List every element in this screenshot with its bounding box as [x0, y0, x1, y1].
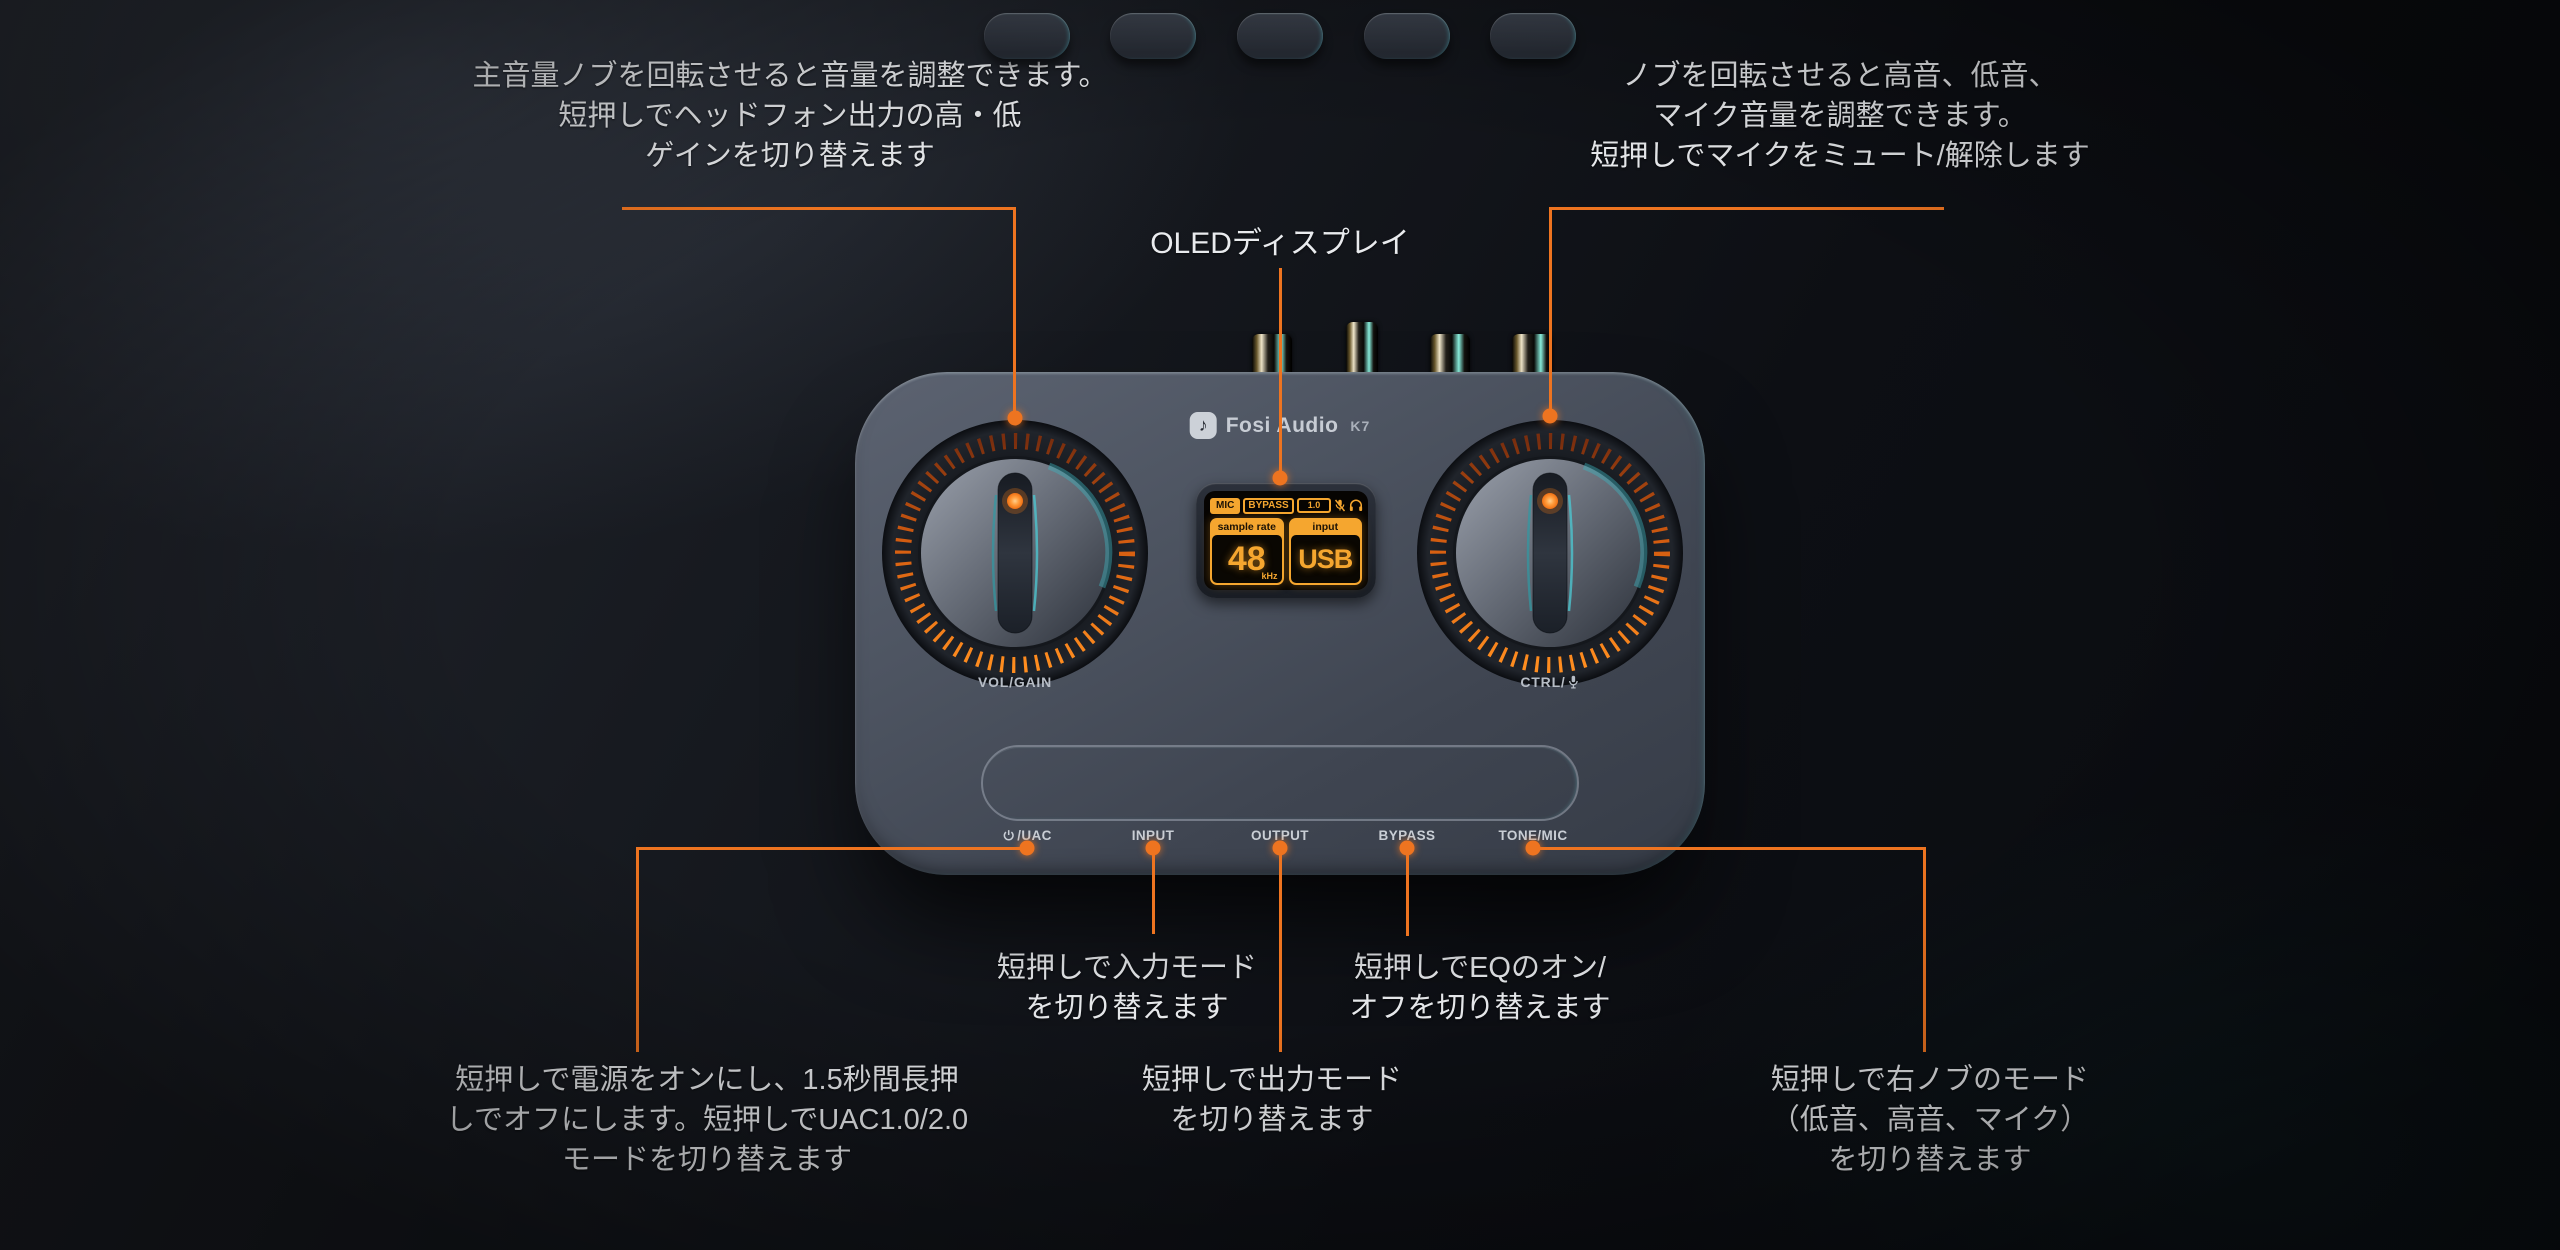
annotation-line: マイク音量を調整できます。 — [1653, 100, 2027, 132]
button-label-text: /UAC — [1017, 828, 1052, 843]
rear-jack-plug — [1252, 334, 1292, 376]
input-value: USB — [1290, 535, 1360, 583]
annotation-input-button: 短押しで入力モード を切り替えます — [997, 948, 1257, 1028]
button-label-text: OUTPUT — [1251, 828, 1309, 843]
input-box: input USB — [1288, 518, 1362, 585]
uac-version-badge: 1.0 — [1296, 498, 1332, 513]
annotation-main-knob: 主音量ノブを回転させると音量を調整できます。 短押しでヘッドフォン出力の高・低 … — [472, 56, 1107, 176]
brand-name: Fosi Audio — [1225, 413, 1339, 437]
model-name: K7 — [1350, 417, 1371, 434]
annotation-line: モードを切り替えます — [561, 1144, 852, 1176]
annotation-line: 短押しでマイクをミュート/解除します — [1590, 140, 2090, 172]
output-button[interactable] — [1237, 13, 1323, 59]
annotation-power-button: 短押しで電源をオンにし、1.5秒間長押 しでオフにします。短押しでUAC1.0/… — [446, 1060, 968, 1180]
leader-line — [1279, 848, 1282, 1052]
leader-dot — [1542, 408, 1558, 424]
sample-rate-number: 48 — [1227, 539, 1266, 578]
leader-dot — [1272, 840, 1288, 856]
output-button-label: OUTPUT — [1251, 828, 1309, 843]
knob-label-text: VOL/GAIN — [977, 674, 1053, 690]
power-uac-button[interactable] — [984, 13, 1070, 59]
mic-muted-icon — [1334, 499, 1346, 512]
input-label: input — [1312, 521, 1339, 533]
annotation-right-knob: ノブを回転させると高音、低音、 マイク音量を調整できます。 短押しでマイクをミュ… — [1590, 56, 2090, 176]
input-button[interactable] — [1110, 13, 1196, 59]
button-label-text: BYPASS — [1378, 828, 1436, 843]
oled-status-row: MIC BYPASS 1.0 — [1210, 497, 1363, 514]
leader-dot — [1007, 410, 1023, 426]
annotation-line: 短押しでヘッドフォン出力の高・低 — [558, 100, 1022, 132]
sample-rate-unit: kHz — [1261, 571, 1278, 581]
ctrl-knob[interactable] — [1410, 413, 1690, 693]
volume-knob[interactable] — [875, 413, 1155, 693]
music-note-icon: ♪ — [1189, 412, 1217, 439]
annotation-line: 短押しでEQのオン/ — [1353, 952, 1607, 984]
oled-screen: MIC BYPASS 1.0 — [1204, 491, 1368, 590]
oled-info-row: sample rate 48 kHz input USB — [1210, 518, 1362, 585]
bypass-status-badge: BYPASS — [1243, 497, 1294, 514]
annotation-tone-mic-button: 短押しで右ノブのモード （低音、高音、マイク） を切り替えます — [1771, 1060, 2089, 1180]
annotation-line: 短押しで右ノブのモード — [1770, 1064, 2090, 1096]
tone-mic-button-label: TONE/MIC — [1499, 828, 1568, 843]
annotation-line: を切り替えます — [1170, 1104, 1374, 1136]
rear-jack-plug — [1512, 334, 1552, 376]
leader-line — [636, 847, 1027, 850]
annotation-line: （低音、高音、マイク） — [1770, 1104, 2090, 1136]
annotation-line: 短押しで入力モード — [996, 952, 1258, 984]
annotation-line: オフを切り替えます — [1349, 992, 1611, 1024]
leader-line — [1013, 207, 1016, 418]
input-button-label: INPUT — [1132, 828, 1175, 843]
bypass-button[interactable] — [1364, 13, 1450, 59]
button-strip-outline — [981, 745, 1579, 821]
annotation-line: 主音量ノブを回転させると音量を調整できます。 — [472, 60, 1108, 92]
leader-line — [1549, 207, 1944, 210]
leader-line — [1549, 207, 1552, 416]
power-uac-button-label: /UAC — [1002, 828, 1052, 843]
power-icon — [1003, 830, 1014, 841]
microphone-icon — [1569, 675, 1579, 689]
input-source: USB — [1298, 543, 1353, 574]
annotation-line: しでオフにします。短押しでUAC1.0/2.0 — [445, 1104, 969, 1136]
sample-rate-label: sample rate — [1217, 521, 1276, 533]
rear-jack-plug — [1346, 322, 1378, 376]
rear-jack-plug — [1430, 334, 1470, 376]
annotation-bypass-button: 短押しでEQのオン/ オフを切り替えます — [1349, 948, 1610, 1028]
leader-dot — [1525, 840, 1541, 856]
ctrl-knob-label: CTRL/ — [1520, 674, 1579, 690]
leader-dot — [1145, 840, 1161, 856]
sample-rate-box: sample rate 48 kHz — [1210, 518, 1284, 585]
annotation-line: ノブを回転させると高音、低音、 — [1622, 60, 2058, 92]
leader-line — [622, 207, 1014, 210]
annotation-line: 短押しで電源をオンにし、1.5秒間長押 — [455, 1064, 959, 1096]
leader-dot — [1272, 470, 1288, 486]
annotation-line: 短押しで出力モード — [1141, 1064, 1403, 1096]
annotation-oled-label: OLEDディスプレイ — [1150, 224, 1410, 264]
leader-line — [1923, 847, 1926, 1052]
annotation-line: OLEDディスプレイ — [1150, 227, 1410, 260]
tone-mic-button[interactable] — [1490, 13, 1576, 59]
leader-line — [1533, 847, 1926, 850]
sample-rate-value: 48 kHz — [1212, 535, 1282, 583]
annotation-line: を切り替えます — [1025, 992, 1229, 1024]
leader-line — [1279, 268, 1282, 478]
mic-status-badge: MIC — [1210, 497, 1241, 514]
leader-dot — [1399, 840, 1415, 856]
annotation-line: を切り替えます — [1828, 1144, 2032, 1176]
leader-line — [636, 847, 639, 1052]
button-label-text: INPUT — [1131, 828, 1175, 843]
leader-line — [1406, 848, 1409, 936]
bypass-button-label: BYPASS — [1379, 828, 1436, 843]
leader-line — [1152, 848, 1155, 934]
volume-knob-label: VOL/GAIN — [978, 674, 1052, 690]
leader-dot — [1019, 840, 1035, 856]
annotation-output-button: 短押しで出力モード を切り替えます — [1142, 1060, 1402, 1140]
headphones-icon — [1349, 499, 1363, 512]
knob-label-text: CTRL/ — [1520, 674, 1566, 690]
button-label-text: TONE/MIC — [1498, 828, 1568, 843]
oled-display: MIC BYPASS 1.0 — [1196, 483, 1376, 598]
annotation-line: ゲインを切り替えます — [645, 140, 935, 172]
